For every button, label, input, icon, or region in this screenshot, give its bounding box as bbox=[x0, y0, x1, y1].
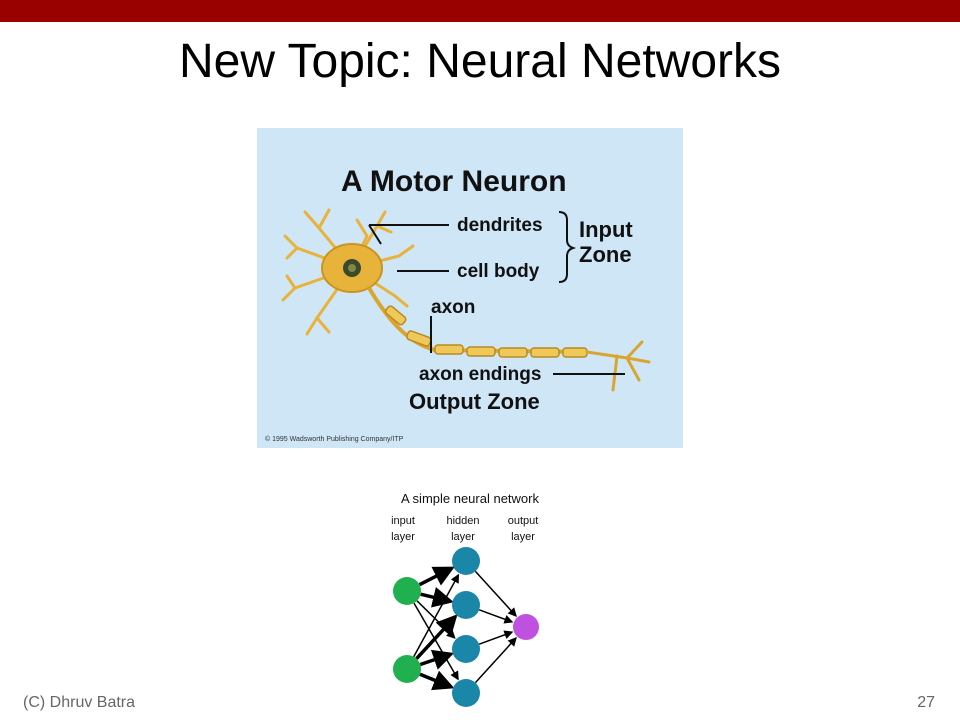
label-input-zone-line2: Zone bbox=[579, 242, 632, 267]
hidden-node bbox=[452, 547, 480, 575]
label-cell-body: cell body bbox=[457, 261, 540, 282]
network-nodes bbox=[393, 547, 539, 707]
connection-arrow bbox=[419, 649, 455, 670]
hidden-layer-label-line2: layer bbox=[451, 531, 475, 543]
axon-endings-drawing bbox=[585, 340, 651, 392]
label-input-zone-line1: Input bbox=[579, 217, 633, 242]
connection-arrow bbox=[474, 570, 517, 618]
output-node bbox=[513, 614, 539, 640]
connection-arrow bbox=[419, 670, 455, 691]
axon-drawing bbox=[367, 286, 588, 358]
output-layer-label-line2: layer bbox=[511, 531, 535, 543]
page-number: 27 bbox=[917, 694, 935, 711]
label-axon: axon bbox=[431, 297, 475, 318]
neural-network-diagram: A simple neural network input layer hidd… bbox=[391, 491, 540, 707]
hidden-node bbox=[452, 591, 480, 619]
hidden-node bbox=[452, 679, 480, 707]
motor-neuron-figure: A Motor Neuron bbox=[257, 128, 683, 448]
connection-arrow bbox=[478, 609, 514, 624]
label-output-zone: Output Zone bbox=[409, 389, 540, 414]
neuron-heading: A Motor Neuron bbox=[341, 165, 567, 198]
hidden-node bbox=[452, 635, 480, 663]
footer-author: (C) Dhruv Batra bbox=[23, 694, 136, 711]
top-accent-bar bbox=[0, 0, 960, 22]
motor-neuron-illustration: A Motor Neuron bbox=[265, 165, 651, 443]
connection-arrow bbox=[478, 630, 514, 645]
label-dendrites: dendrites bbox=[457, 215, 543, 236]
leader-lines bbox=[368, 224, 625, 375]
connection-arrow bbox=[474, 636, 517, 684]
input-node bbox=[393, 577, 421, 605]
neuron-copyright: © 1995 Wadsworth Publishing Company/ITP bbox=[265, 435, 404, 443]
slide-title: New Topic: Neural Networks bbox=[179, 35, 781, 88]
label-axon-endings: axon endings bbox=[419, 364, 541, 385]
network-title: A simple neural network bbox=[401, 491, 540, 506]
simple-neural-network-figure: A simple neural network input layer hidd… bbox=[380, 484, 560, 720]
hidden-layer-label-line1: hidden bbox=[446, 515, 479, 527]
connection-arrow bbox=[415, 614, 458, 660]
output-layer-label-line1: output bbox=[508, 515, 539, 527]
connection-arrow bbox=[418, 566, 455, 587]
input-zone-brace bbox=[558, 211, 577, 283]
input-layer-label-line2: layer bbox=[391, 531, 415, 543]
network-connections bbox=[413, 566, 517, 691]
input-node bbox=[393, 655, 421, 683]
input-layer-label-line1: input bbox=[391, 515, 415, 527]
